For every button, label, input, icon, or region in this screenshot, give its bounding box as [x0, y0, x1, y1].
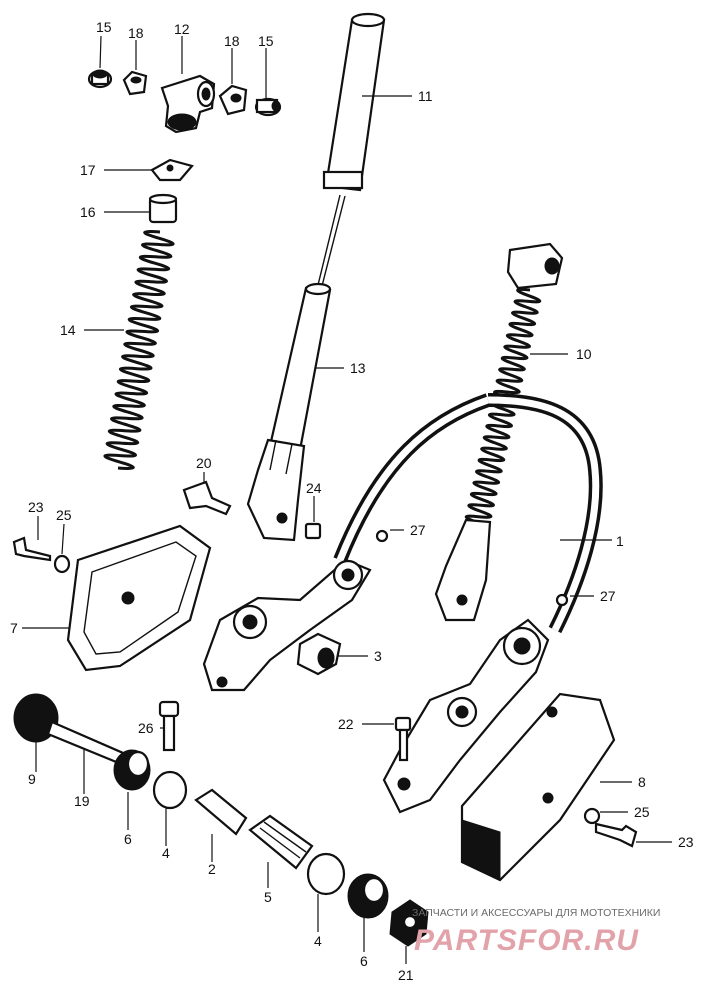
- part-10-shock-spring: [434, 242, 564, 622]
- callout-3: 3: [374, 648, 382, 664]
- part-13-lower-tube: [246, 282, 332, 542]
- part-17-spring-seat: [150, 158, 194, 182]
- callout-24: 24: [306, 480, 322, 496]
- callout-27-upper: 27: [410, 522, 426, 538]
- callout-9: 9: [28, 771, 36, 787]
- callout-6-right: 6: [360, 953, 368, 969]
- callout-10: 10: [576, 346, 592, 362]
- part-4-ring-right: [306, 852, 346, 896]
- watermark-tagline: ЗАПЧАСТИ И АКСЕССУАРЫ ДЛЯ МОТОТЕХНИКИ: [412, 907, 660, 919]
- part-7-left-cover: [66, 524, 212, 672]
- callout-12: 12: [174, 21, 190, 37]
- part-25-washer-right: [583, 807, 601, 825]
- part-23-screw-right: [594, 822, 638, 848]
- callout-19: 19: [74, 793, 90, 809]
- callout-11: 11: [418, 88, 433, 104]
- callout-25-left: 25: [56, 507, 72, 523]
- callout-22: 22: [338, 716, 354, 732]
- callout-4-left: 4: [162, 845, 170, 861]
- callout-4-right: 4: [314, 933, 322, 949]
- part-6-bearing-left: [113, 749, 151, 791]
- part-16-collar: [148, 193, 178, 224]
- part-2-sleeve: [194, 788, 248, 836]
- callout-1: 1: [616, 533, 624, 549]
- part-18-rubber-left: [122, 70, 148, 96]
- part-26-bolt: [158, 700, 180, 752]
- callout-labels: 15 18 12 18 15 11 17 16 14 10 13 20 24 2…: [10, 19, 694, 983]
- part-24-nut: [304, 522, 322, 540]
- part-27-grease-nipple-lower: [555, 593, 569, 607]
- callout-16: 16: [80, 204, 96, 220]
- watermark: ЗАПЧАСТИ И АКСЕССУАРЫ ДЛЯ МОТОТЕХНИКИ PA…: [412, 907, 660, 957]
- watermark-logo: PARTSFOR.RU: [414, 924, 639, 957]
- part-21-nut: [389, 899, 429, 947]
- part-4-ring-left: [152, 770, 188, 810]
- leader-lines: [22, 35, 672, 964]
- callout-21: 21: [398, 967, 414, 983]
- part-right-link-arm: [382, 618, 550, 814]
- part-22-bolt: [394, 716, 412, 762]
- callout-17: 17: [80, 162, 96, 178]
- callout-26: 26: [138, 720, 154, 736]
- part-1-fork-frame: [333, 393, 603, 634]
- callout-13: 13: [350, 360, 366, 376]
- part-25-washer-left: [53, 554, 71, 574]
- part-18-rubber-right: [218, 84, 248, 116]
- callout-20: 20: [196, 455, 212, 471]
- callout-5: 5: [264, 889, 272, 905]
- part-11-upper-tube: [317, 12, 386, 287]
- part-23-screw-left: [12, 536, 52, 562]
- callout-15-left: 15: [96, 19, 112, 35]
- part-14-front-spring: [103, 230, 175, 470]
- callout-8: 8: [638, 774, 646, 790]
- part-12-top-cap: [160, 74, 216, 134]
- part-27-grease-nipple-upper: [375, 529, 389, 543]
- callout-14: 14: [60, 322, 76, 338]
- callout-23-right: 23: [678, 834, 694, 850]
- part-3-bush: [296, 632, 342, 676]
- callout-15-right: 15: [258, 33, 274, 49]
- callout-7: 7: [10, 620, 18, 636]
- part-6-bearing-right: [347, 873, 389, 919]
- callout-18-left: 18: [128, 25, 144, 41]
- callout-18-right: 18: [224, 33, 240, 49]
- part-15-bushing-right: [254, 97, 282, 117]
- callout-23-left: 23: [28, 499, 44, 515]
- part-8-right-cover: [460, 692, 616, 882]
- callout-2: 2: [208, 861, 216, 877]
- part-15-bushing-left: [87, 69, 113, 89]
- callout-27-lower: 27: [600, 588, 616, 604]
- callout-6-left: 6: [124, 831, 132, 847]
- part-20-bolt: [182, 480, 232, 516]
- callout-25-right: 25: [634, 804, 650, 820]
- part-left-link-arm: [202, 558, 372, 692]
- part-5-knurled-sleeve: [248, 814, 314, 870]
